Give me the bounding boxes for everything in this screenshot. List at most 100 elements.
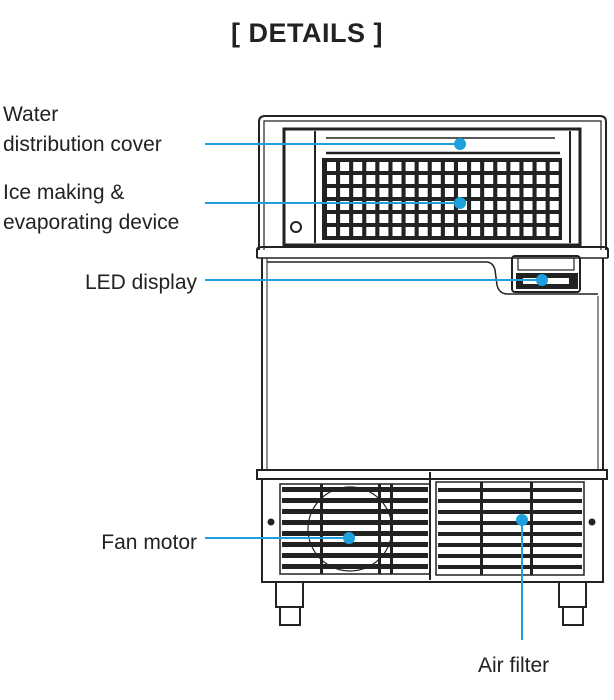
louvers [282,482,582,575]
callout-dot [516,514,528,526]
grid-line [327,175,336,184]
grid-line [438,565,582,569]
grid-line [340,162,350,171]
grid-line [353,214,363,223]
grid-line [405,162,415,171]
grid-line [484,175,494,184]
grid-line [549,188,559,197]
grid-line [549,214,559,223]
grid-line [497,162,507,171]
air-filter [435,481,585,576]
callout-dot [343,532,355,544]
grid-line [471,175,481,184]
grid-line [536,188,546,197]
grid-line [327,214,336,223]
callout-lines [205,138,548,640]
label-ice-making-device: Ice making & evaporating device [3,178,179,238]
grid-line [282,520,428,525]
grid-line [353,188,363,197]
grid-line [444,188,454,197]
grid-line [471,162,481,171]
grid-line [405,227,415,236]
grid-line [379,188,389,197]
grid-line [392,162,402,171]
grid-line [353,227,363,236]
grid-line [549,227,559,236]
grid-line [340,175,350,184]
grid-line [405,175,415,184]
grid-line [484,188,494,197]
grid-line [390,484,393,574]
grid-line [418,214,428,223]
grid-line [405,188,415,197]
grid-line [320,484,323,574]
grid-line [366,227,376,236]
grid-line [366,214,376,223]
grid-line [282,553,428,558]
grid-line [418,162,428,171]
grid-line [431,201,441,210]
grid-line [366,175,376,184]
grid-line [379,214,389,223]
grid-line [418,227,428,236]
label-line: Ice making & [3,181,125,204]
grid-line [366,188,376,197]
page-title: [ DETAILS ] [231,18,383,48]
grid-line [322,158,562,240]
screw-icon [267,518,275,526]
grid-line [438,521,582,525]
label-line: evaporating device [3,211,180,234]
grid-line [497,175,507,184]
label-air-filter: Air filter [478,654,550,677]
grid-line [471,214,481,223]
grid-line [444,201,454,210]
grid-line [510,188,520,197]
power-switch-icon [290,221,302,233]
grid-line [536,227,546,236]
grid-line [444,227,454,236]
grid-line [340,214,350,223]
grid-line [458,227,467,236]
grid-line [353,162,363,171]
grid-line [438,499,582,503]
grid-line [438,543,582,547]
grid-line [536,175,546,184]
grid-line [444,162,454,171]
grid-line [392,227,402,236]
grid-line [418,188,428,197]
grid-line [523,201,533,210]
grid-line [366,162,376,171]
machine-outline [256,115,609,626]
grid-line [510,227,520,236]
grid-line [444,214,454,223]
grid-line [392,188,402,197]
grid-line [444,175,454,184]
led-display [511,255,581,293]
grid-line [471,188,481,197]
grid-line [523,227,533,236]
grid-line [438,510,582,514]
grid-line [340,188,350,197]
grid-line [353,175,363,184]
label-fan-motor: Fan motor [101,531,197,554]
grid-line [523,214,533,223]
grid-line [471,227,481,236]
grid-line [340,201,350,210]
grid-line [549,201,559,210]
grid-line [431,175,441,184]
ice-grid [322,158,562,240]
grid-line [379,201,389,210]
grid-line [536,201,546,210]
grid-line [497,201,507,210]
grid-line [510,201,520,210]
grid-line [392,201,402,210]
grid-line [438,488,582,492]
grid-line [510,162,520,171]
grid-line [379,162,389,171]
grid-line [392,175,402,184]
grid-line [366,201,376,210]
screw-icon [588,518,596,526]
grid-line [458,175,467,184]
grid-line [549,175,559,184]
grid-line [497,227,507,236]
